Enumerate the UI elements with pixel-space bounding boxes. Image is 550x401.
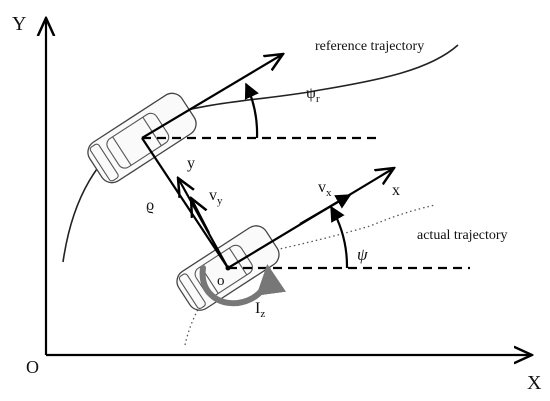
vehicle-origin-label: o xyxy=(217,273,225,289)
reference-heading-vector xyxy=(141,54,283,139)
vx-label: vx xyxy=(318,179,332,199)
reference-trajectory-label: reference trajectory xyxy=(315,39,424,54)
rho-label: ϱ xyxy=(146,197,154,214)
psi-arc xyxy=(330,205,349,269)
actual-trajectory-curve xyxy=(184,204,436,346)
vehicle-x-label: x xyxy=(392,182,400,199)
iz-label: Iz xyxy=(255,300,265,320)
reference-trajectory-curve xyxy=(62,44,459,263)
x-axis-label: X xyxy=(527,372,542,394)
vx-marker xyxy=(299,194,352,225)
origin-label: O xyxy=(26,357,39,377)
actual-trajectory-label: actual trajectory xyxy=(417,228,508,243)
yaw-inertia-arrow xyxy=(199,264,287,307)
vy-label: vy xyxy=(209,187,223,207)
vehicle-origin-point xyxy=(225,265,231,271)
global-axes: Y X O xyxy=(12,13,542,394)
y-axis-label: Y xyxy=(12,13,26,35)
psi-r-arc xyxy=(244,82,259,139)
psi-label: ψ xyxy=(357,245,368,264)
psi-r-label: ψr xyxy=(306,85,320,105)
vy-vector xyxy=(191,198,210,234)
vehicle-y-label: y xyxy=(187,155,195,172)
lateral-offset-line xyxy=(141,137,229,269)
